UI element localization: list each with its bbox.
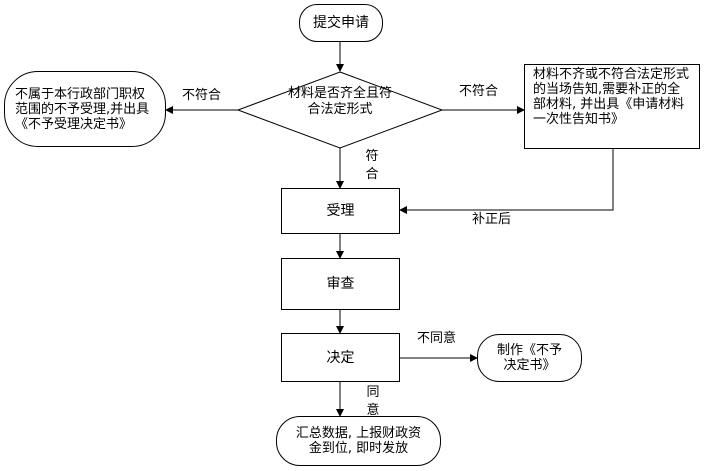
node-deny-doc-label: 制作《不予决定书》	[496, 343, 562, 373]
node-finish: 汇总数据, 上报财政资金到位, 即时发放	[276, 416, 441, 466]
node-submit: 提交申请	[299, 4, 383, 42]
node-accept: 受理	[281, 188, 400, 234]
node-deny-doc: 制作《不予决定书》	[477, 334, 582, 382]
edge-label-agree: 同意	[366, 385, 380, 418]
node-reject-scope-label: 不属于本行政部门职权范围的不予受理,并出具《不予受理决定书》	[15, 86, 150, 132]
node-accept-label: 受理	[326, 203, 355, 219]
node-notify-label: 材料不齐或不符合法定形式的当场告知,需要补正的全部材料, 并出具《申请材料一次性…	[533, 67, 690, 127]
arrow-notify-to-accept	[399, 148, 614, 214]
node-decide: 决定	[281, 333, 400, 382]
edge-label-left-noncompliant: 不符合	[182, 88, 222, 103]
node-notify: 材料不齐或不符合法定形式的当场告知,需要补正的全部材料, 并出具《申请材料一次性…	[524, 64, 700, 149]
node-review: 审查	[281, 258, 400, 310]
node-review-label: 审查	[326, 276, 355, 292]
edge-label-compliant: 符合	[365, 149, 379, 182]
node-submit-label: 提交申请	[313, 15, 369, 31]
node-check-label: 材料是否齐全且符合法定形式	[287, 86, 392, 117]
node-finish-label: 汇总数据, 上报财政资金到位, 即时发放	[295, 426, 422, 456]
edge-label-after-correction: 补正后	[472, 212, 512, 227]
edge-label-disagree: 不同意	[417, 331, 457, 346]
node-decide-label: 决定	[326, 349, 355, 366]
node-reject-scope: 不属于本行政部门职权范围的不予受理,并出具《不予受理决定书》	[4, 71, 166, 147]
edge-label-right-noncompliant: 不符合	[459, 84, 499, 99]
